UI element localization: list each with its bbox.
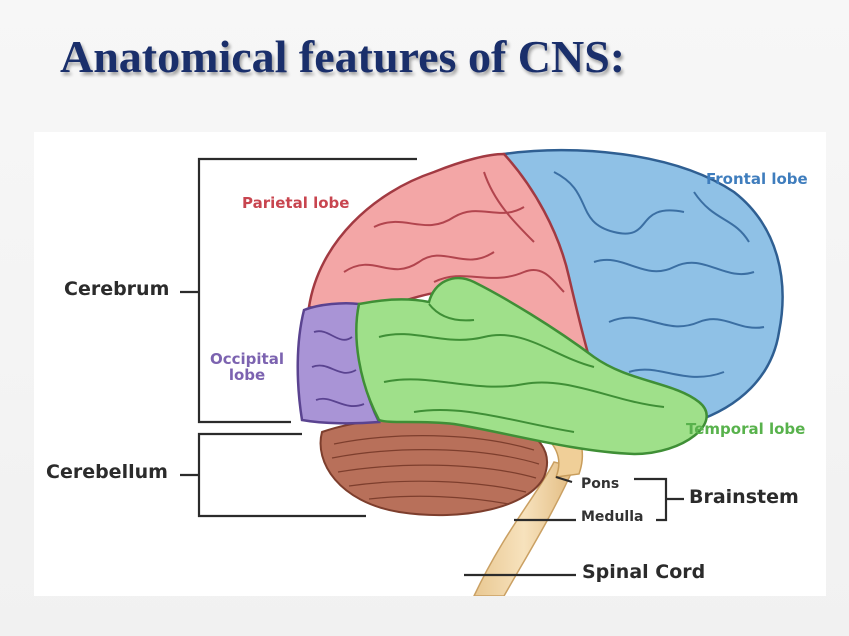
frontal-lobe-label: Frontal lobe [706,172,808,188]
brainstem-label: Brainstem [689,488,799,508]
temporal-lobe-label: Temporal lobe [686,422,805,438]
occipital-lobe-label: Occipital lobe [210,352,284,384]
parietal-lobe-label: Parietal lobe [242,196,349,212]
brain-diagram: Cerebrum Cerebellum Brainstem Parietal l… [34,132,826,596]
medulla-label: Medulla [581,510,643,525]
brain-illustration [34,132,826,596]
cerebellum-label: Cerebellum [46,463,168,483]
occipital-label-line2: lobe [210,368,284,384]
slide-title: Anatomical features of CNS: [60,30,625,83]
spinal-cord-label: Spinal Cord [582,563,705,583]
cerebrum-label: Cerebrum [64,280,169,300]
pons-label: Pons [581,477,619,492]
